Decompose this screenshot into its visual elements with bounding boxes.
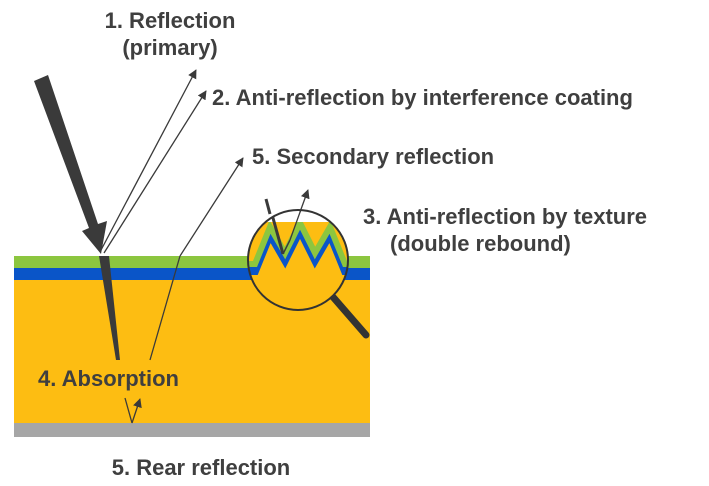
rear-reflection-ray-in bbox=[124, 397, 133, 424]
label-secondary-reflection: 5. Secondary reflection bbox=[252, 144, 494, 169]
primary-reflection-ray-2 bbox=[103, 90, 207, 254]
label-anti-reflection-texture: 3. Anti-reflection by texture bbox=[363, 204, 647, 229]
label-reflection-primary: 1. Reflection bbox=[105, 8, 236, 33]
label-reflection-primary-sub: (primary) bbox=[122, 35, 217, 60]
secondary-reflection-ray-out bbox=[179, 157, 244, 257]
label-absorption: 4. Absorption bbox=[38, 366, 179, 391]
rear-layer bbox=[14, 423, 370, 437]
rear-reflection-ray-out bbox=[131, 398, 142, 424]
secondary-reflection-ray-up bbox=[149, 255, 181, 361]
label-anti-reflection-coating: 2. Anti-reflection by interference coati… bbox=[212, 85, 633, 110]
texture-incident-ray bbox=[264, 198, 272, 215]
magnifier-lens-content bbox=[248, 210, 348, 310]
label-rear-reflection: 5. Rear reflection bbox=[112, 455, 291, 480]
magnifier-lens bbox=[247, 209, 349, 311]
magnifier-handle bbox=[329, 293, 370, 339]
primary-reflection-ray-1 bbox=[99, 69, 197, 253]
incident-light-arrow bbox=[34, 75, 107, 254]
label-anti-reflection-texture-sub: (double rebound) bbox=[390, 231, 571, 256]
transmitted-beam bbox=[99, 256, 120, 360]
texture-escape-ray bbox=[299, 189, 310, 213]
